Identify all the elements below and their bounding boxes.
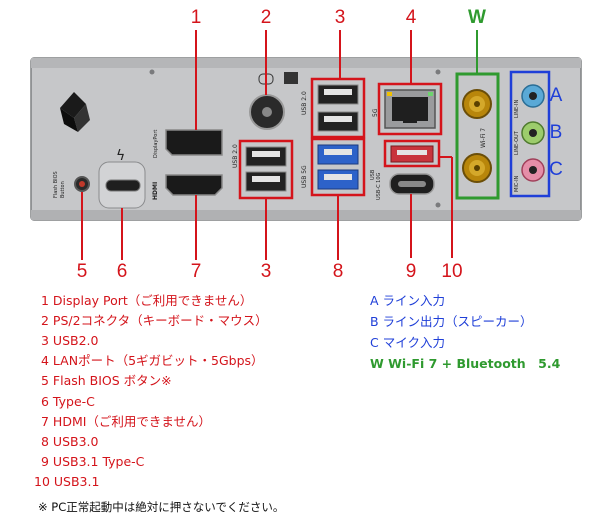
svg-text:DisplayPort: DisplayPort xyxy=(153,130,159,158)
svg-text:USB 5G: USB 5G xyxy=(301,165,308,188)
audio-label-b: B xyxy=(549,122,563,143)
callout-w: W xyxy=(468,7,486,28)
callout-2: 2 xyxy=(260,7,272,28)
callout-7: 7 xyxy=(190,261,202,282)
legend-item-4: 4 LANポート（5ギガビット・5Gbps） xyxy=(41,353,264,368)
callout-9: 9 xyxy=(405,261,417,282)
displayport-port xyxy=(165,129,223,156)
legend-item-w: W Wi-Fi 7 + Bluetooth 5.4 xyxy=(370,356,561,371)
svg-text:USB 2.0: USB 2.0 xyxy=(232,144,239,168)
usb20-top-highlight-box xyxy=(310,77,366,139)
hdmi-port xyxy=(165,174,223,196)
mic-in-jack xyxy=(521,158,545,182)
legend-item-6: 6 Type-C xyxy=(41,394,95,409)
svg-text:HDMI: HDMI xyxy=(152,182,159,200)
legend-item-8: 8 USB3.0 xyxy=(41,434,99,449)
callout-leader-lines xyxy=(81,30,453,260)
svg-text:LINE-OUT: LINE-OUT xyxy=(514,130,520,155)
legend-item-3: 3 USB2.0 xyxy=(41,333,99,348)
svg-text:LINE-IN: LINE-IN xyxy=(514,100,520,118)
legend-item-c: C マイク入力 xyxy=(370,335,445,350)
callout-4: 4 xyxy=(405,7,417,28)
svg-text:USB: USB xyxy=(370,169,376,180)
callout-1: 1 xyxy=(190,7,202,28)
io-panel-illustration: Flash BIOS Button ϟ DisplayPort HDMI USB… xyxy=(30,30,582,260)
legend-item-10: 10 USB3.1 xyxy=(34,474,100,489)
callout-10: 10 xyxy=(441,261,463,282)
audio-label-c: C xyxy=(549,159,563,180)
svg-text:Button: Button xyxy=(60,181,66,198)
usb31-highlight-box xyxy=(383,139,441,168)
callout-8: 8 xyxy=(332,261,344,282)
wifi-antenna-connector-2 xyxy=(462,153,492,183)
flash-bios-label: Flash BIOS xyxy=(53,171,59,198)
legend-item-1: 1 Display Port（ご利用できません） xyxy=(41,293,253,308)
svg-text:5G: 5G xyxy=(372,108,379,117)
wifi7-panel-label: Wi-Fi 7 xyxy=(480,128,487,148)
legend-item-a: A ライン入力 xyxy=(370,293,446,308)
footnote: ※ PC正常起動中は絶対に押さないでください。 xyxy=(38,500,285,514)
callout-3-top: 3 xyxy=(334,7,346,28)
callout-3-bottom: 3 xyxy=(260,261,272,282)
line-in-jack xyxy=(521,84,545,108)
legend-item-5: 5 Flash BIOS ボタン※ xyxy=(41,373,172,388)
audio-label-a: A xyxy=(549,85,563,106)
svg-text:MIC-IN: MIC-IN xyxy=(514,175,520,192)
audio-highlight-box xyxy=(509,70,551,198)
wifi-antenna-connector-1 xyxy=(462,89,492,119)
svg-text:USB-C 10G: USB-C 10G xyxy=(376,172,382,200)
line-out-jack xyxy=(521,121,545,145)
legend-item-b: B ライン出力（スピーカー） xyxy=(370,314,533,329)
callout-5: 5 xyxy=(76,261,88,282)
brand-logo-icon xyxy=(60,92,90,132)
thunderbolt-icon: ϟ xyxy=(116,148,125,164)
svg-text:USB 2.0: USB 2.0 xyxy=(301,91,308,115)
legend-item-9: 9 USB3.1 Type-C xyxy=(41,454,145,469)
legend-item-7: 7 HDMI（ご利用できません） xyxy=(41,414,212,429)
legend-item-2: 2 PS/2コネクタ（キーボード・マウス） xyxy=(41,313,268,328)
usb-c-port-6 xyxy=(105,179,141,192)
callout-6: 6 xyxy=(116,261,128,282)
